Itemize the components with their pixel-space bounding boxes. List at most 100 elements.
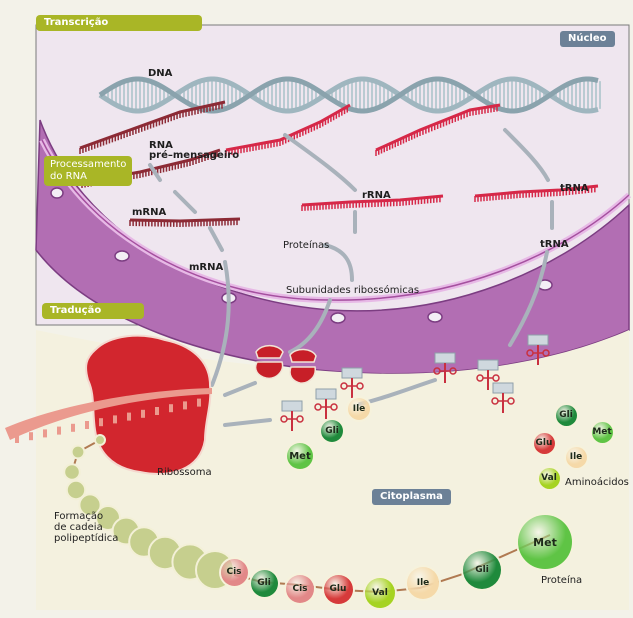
section-label-transcription: Transcrição [36,15,202,31]
dna-double-helix [98,76,601,114]
codon-tooth [197,398,201,407]
protein-chain-cis: Cis [286,575,314,603]
label-polypeptide-line1: Formação [54,511,104,522]
amino-acid-gli-attached: Gli [321,420,343,442]
label-pre-mrna-line2: pré–mensageiro [149,150,240,161]
codon-tooth [71,423,75,432]
anticodon [341,367,363,379]
arrow-subunits-export [288,298,332,354]
trna-transcript [375,103,501,156]
codon-tooth [29,432,33,441]
amino-acid-free-ile: Ile [565,446,587,468]
protein-chain-cis: Cis [220,558,248,586]
label-ribosomal-subunits: Subunidades ribossómicas [286,285,420,296]
amino-acid-free-glu: Glu [533,432,555,454]
nuclear-pore [427,311,443,323]
dna-strand [98,76,599,114]
ribosome [85,334,212,475]
label-dna: DNA [148,68,173,79]
protein-chain-val: Val [365,578,395,608]
label-polypeptide-line2: de cadeia [54,522,103,533]
nuclear-pore [114,250,130,262]
label-protein: Proteína [541,575,583,586]
label-pre-mrna-line1: RNA [149,140,173,151]
amino-acid-free-val: Val [538,467,560,489]
section-label-nucleus: Núcleo [560,31,615,47]
protein-chain-glu: Glu [323,574,353,604]
rna-processing-line2: do RNA [50,171,87,182]
protein-chain-gli: Gli [250,569,278,597]
label-trna-exit: tRNA [540,239,569,250]
label-amino-acids: Aminoácidos [565,477,629,488]
arrow-subunits-to-ribosome [223,381,257,397]
rna-processing-line1: Processamento [50,159,127,170]
protein-chain-met: Met [518,515,572,569]
section-label-cytoplasm: Citoplasma [372,489,451,505]
rrna-transcript [225,103,351,156]
trna-free [476,359,500,390]
anticodon [434,352,456,364]
pre-mrna-strand [79,100,226,154]
nuclear-pore [50,187,64,199]
arrow-processing [148,163,162,182]
label-mrna-exit: mRNA [189,262,224,273]
dna-strand [98,76,599,114]
trna-strand [474,184,599,202]
arrow-to-mrna [173,190,197,214]
arrow-mrna-down [208,226,224,252]
codon-tooth [15,435,19,443]
amino-acid-bead [70,444,86,460]
codon-tooth [85,421,89,429]
label-trna-nucleus: tRNA [560,183,589,194]
codon-tooth [183,401,187,410]
label-ribosome: Ribossoma [157,467,212,478]
anticodon [281,400,303,412]
section-label-rna-processing: Processamento do RNA [44,156,133,186]
label-mrna-nucleus: mRNA [132,207,167,218]
ribosomal-subunits [254,344,317,384]
amino-acid-bead [94,434,106,446]
codon-tooth [141,409,145,418]
label-rrna: rRNA [362,190,391,201]
codon-tooth [127,412,131,421]
anticodon [477,359,499,371]
codon-tooth [99,418,103,427]
protein-chain-ile: Ile [407,567,439,599]
trna-free [491,382,515,413]
trna-free [433,352,457,383]
trna-met [280,400,304,431]
trna-ile [340,367,364,398]
amino-acid-bead [65,479,87,501]
amino-acid-met-attached: Met [287,443,313,469]
anticodon [527,334,549,346]
amino-acid-ile-attached: Ile [348,398,370,420]
label-polypeptide-line3: polipeptídica [54,533,119,544]
codon-tooth [155,407,159,415]
anticodon [492,382,514,394]
nuclear-pore [330,312,346,324]
arrow-mrna-export [210,260,231,387]
arrow-to-trna [503,128,550,182]
amino-acid-free-met: Met [591,421,613,443]
arrow-trna-to-ribosome [223,418,272,427]
mrna-strand [129,217,241,227]
codon-tooth [113,415,117,424]
amino-acid-bead [63,463,81,481]
amino-acid-bead [78,493,102,517]
trna-free [526,334,550,365]
trna-gli [314,388,338,419]
rna-backbone [79,100,226,150]
arrow-proteins [323,243,354,282]
protein-chain-gli: Gli [463,551,501,589]
rrna-strand [301,194,444,211]
arrow-trna-export [508,250,549,347]
amino-acid-free-gli: Gli [555,404,577,426]
section-label-translation: Tradução [42,303,144,319]
arrow-to-rrna [283,133,357,192]
codon-tooth [169,404,173,413]
anticodon [315,388,337,400]
label-proteins: Proteínas [283,240,330,251]
codon-tooth [43,429,47,438]
